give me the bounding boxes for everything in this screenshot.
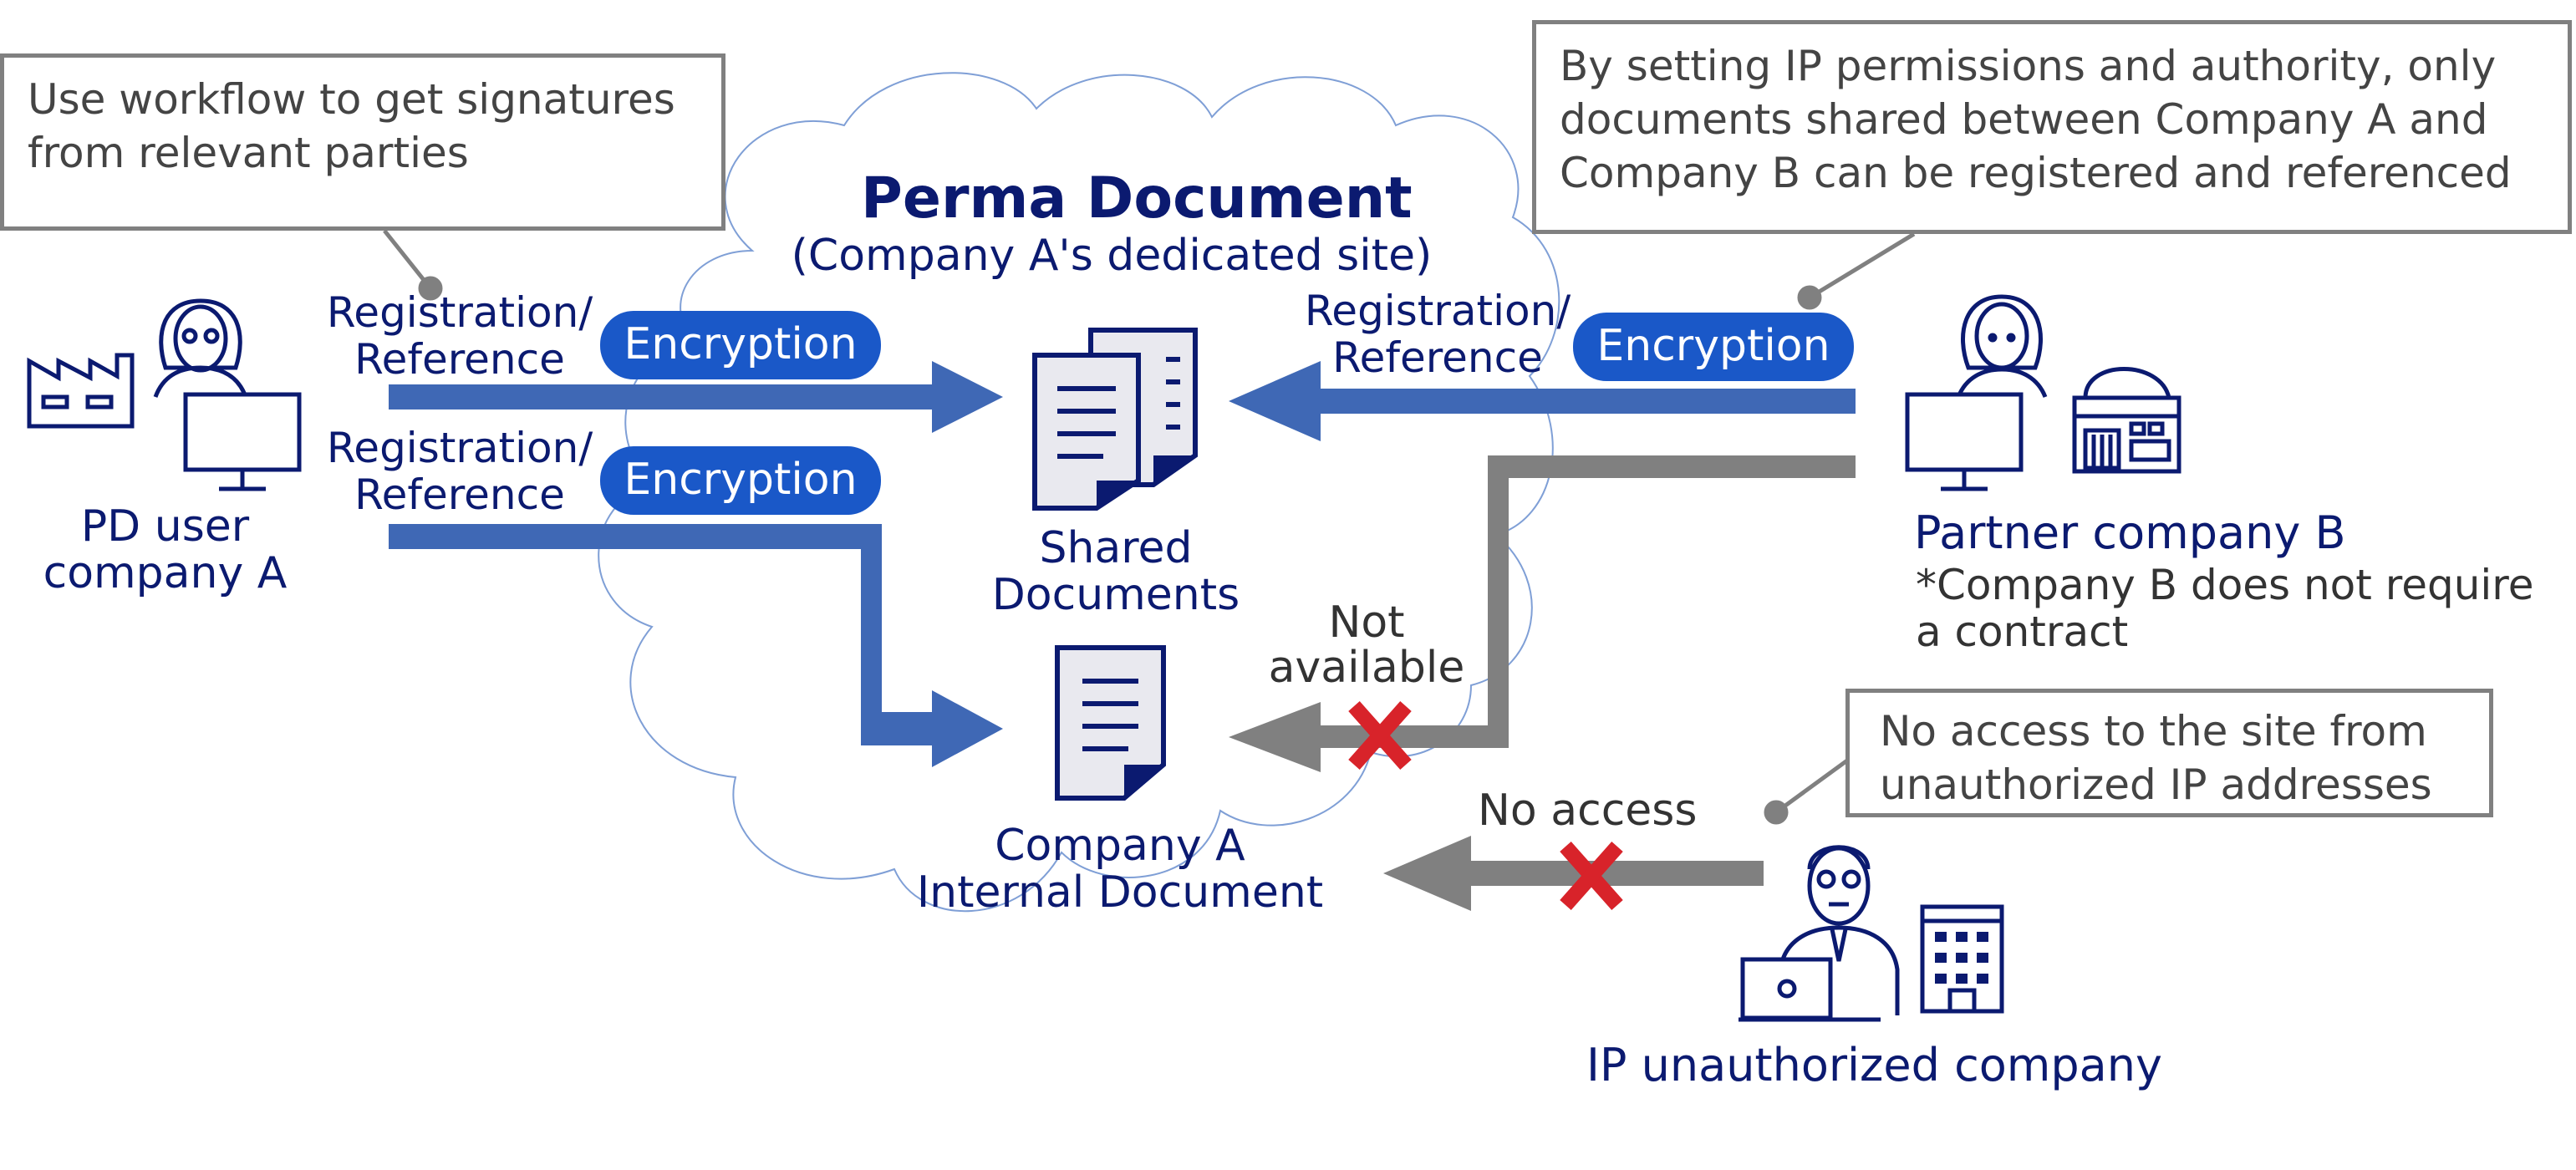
label-line: available: [1268, 643, 1465, 693]
not-available-label: Not available: [1237, 600, 1496, 690]
callout-connectors: [383, 229, 1916, 825]
callout-ip-permissions: By setting IP permissions and authority,…: [1532, 20, 2572, 234]
office-building-icon: [1920, 904, 2004, 1014]
shared-documents-label: Shared Documents: [944, 525, 1287, 618]
encryption-badge: Encryption: [600, 311, 881, 379]
callout-no-ip-access: No access to the site from unauthorized …: [1845, 689, 2493, 817]
reg-ref-line: Reference: [1332, 333, 1543, 382]
callout-line: Use workflow to get signatures: [28, 75, 675, 124]
documents-icon: [1032, 328, 1198, 511]
label-line: PD user: [80, 501, 250, 552]
note-line: a contract: [1916, 608, 2129, 656]
arrow-companyB-shared: [1229, 361, 1856, 441]
internal-document-label: Company A Internal Document: [894, 822, 1346, 916]
callout-line: Company B can be registered and referenc…: [1560, 149, 2512, 197]
unauthorized-company-label: IP unauthorized company: [1586, 1039, 2162, 1091]
note-line: *Company B does not require: [1916, 561, 2534, 609]
cross-icon: [1560, 842, 1623, 910]
encryption-badge: Encryption: [600, 446, 881, 515]
reg-ref-line: Reference: [354, 335, 565, 384]
company-b-label: Partner company B: [1914, 506, 2346, 559]
reg-ref-line: Registration/: [1304, 287, 1571, 335]
callout-line: By setting IP permissions and authority,…: [1560, 42, 2497, 90]
reg-ref-label-companyA-shared: Registration/ Reference: [293, 289, 627, 383]
site-title: Perma Document: [861, 165, 1413, 231]
callout-workflow: Use workflow to get signatures from rele…: [0, 53, 725, 231]
no-access-label: No access: [1478, 786, 1698, 836]
shop-building-icon: [2072, 367, 2181, 474]
factory-icon: [27, 353, 135, 429]
reg-ref-label-companyB-shared: Registration/ Reference: [1270, 287, 1605, 381]
reg-ref-line: Registration/: [326, 424, 593, 472]
callout-line: No access to the site from: [1880, 707, 2427, 755]
woman-at-computer-icon: [153, 298, 302, 491]
reg-ref-line: Reference: [354, 471, 565, 519]
label-line: Shared: [1039, 523, 1193, 573]
company-b-note: *Company B does not require a contract: [1916, 562, 2534, 655]
man-with-laptop-icon: [1739, 845, 1900, 1022]
cross-icon: [1348, 701, 1412, 770]
encryption-badge: Encryption: [1573, 313, 1854, 381]
callout-line: from relevant parties: [28, 129, 469, 177]
label-line: Internal Document: [916, 867, 1324, 918]
reg-ref-label-companyA-internal: Registration/ Reference: [293, 425, 627, 518]
label-line: Documents: [991, 570, 1240, 620]
woman-at-computer-icon: [1905, 294, 2048, 491]
document-icon: [1055, 645, 1166, 801]
label-line: company A: [43, 548, 288, 598]
callout-line: documents shared between Company A and: [1560, 95, 2488, 144]
callout-line: unauthorized IP addresses: [1880, 760, 2432, 809]
arrow-companyB-internal-blocked: [1229, 455, 1856, 772]
company-a-label: PD user company A: [17, 503, 313, 597]
label-line: Company A: [995, 821, 1245, 871]
label-line: Not: [1328, 598, 1405, 648]
arrow-companyA-shared: [389, 361, 1003, 433]
arrow-companyA-internal: [389, 524, 1003, 767]
reg-ref-line: Registration/: [326, 288, 593, 337]
site-subtitle: (Company A's dedicated site): [791, 231, 1433, 281]
